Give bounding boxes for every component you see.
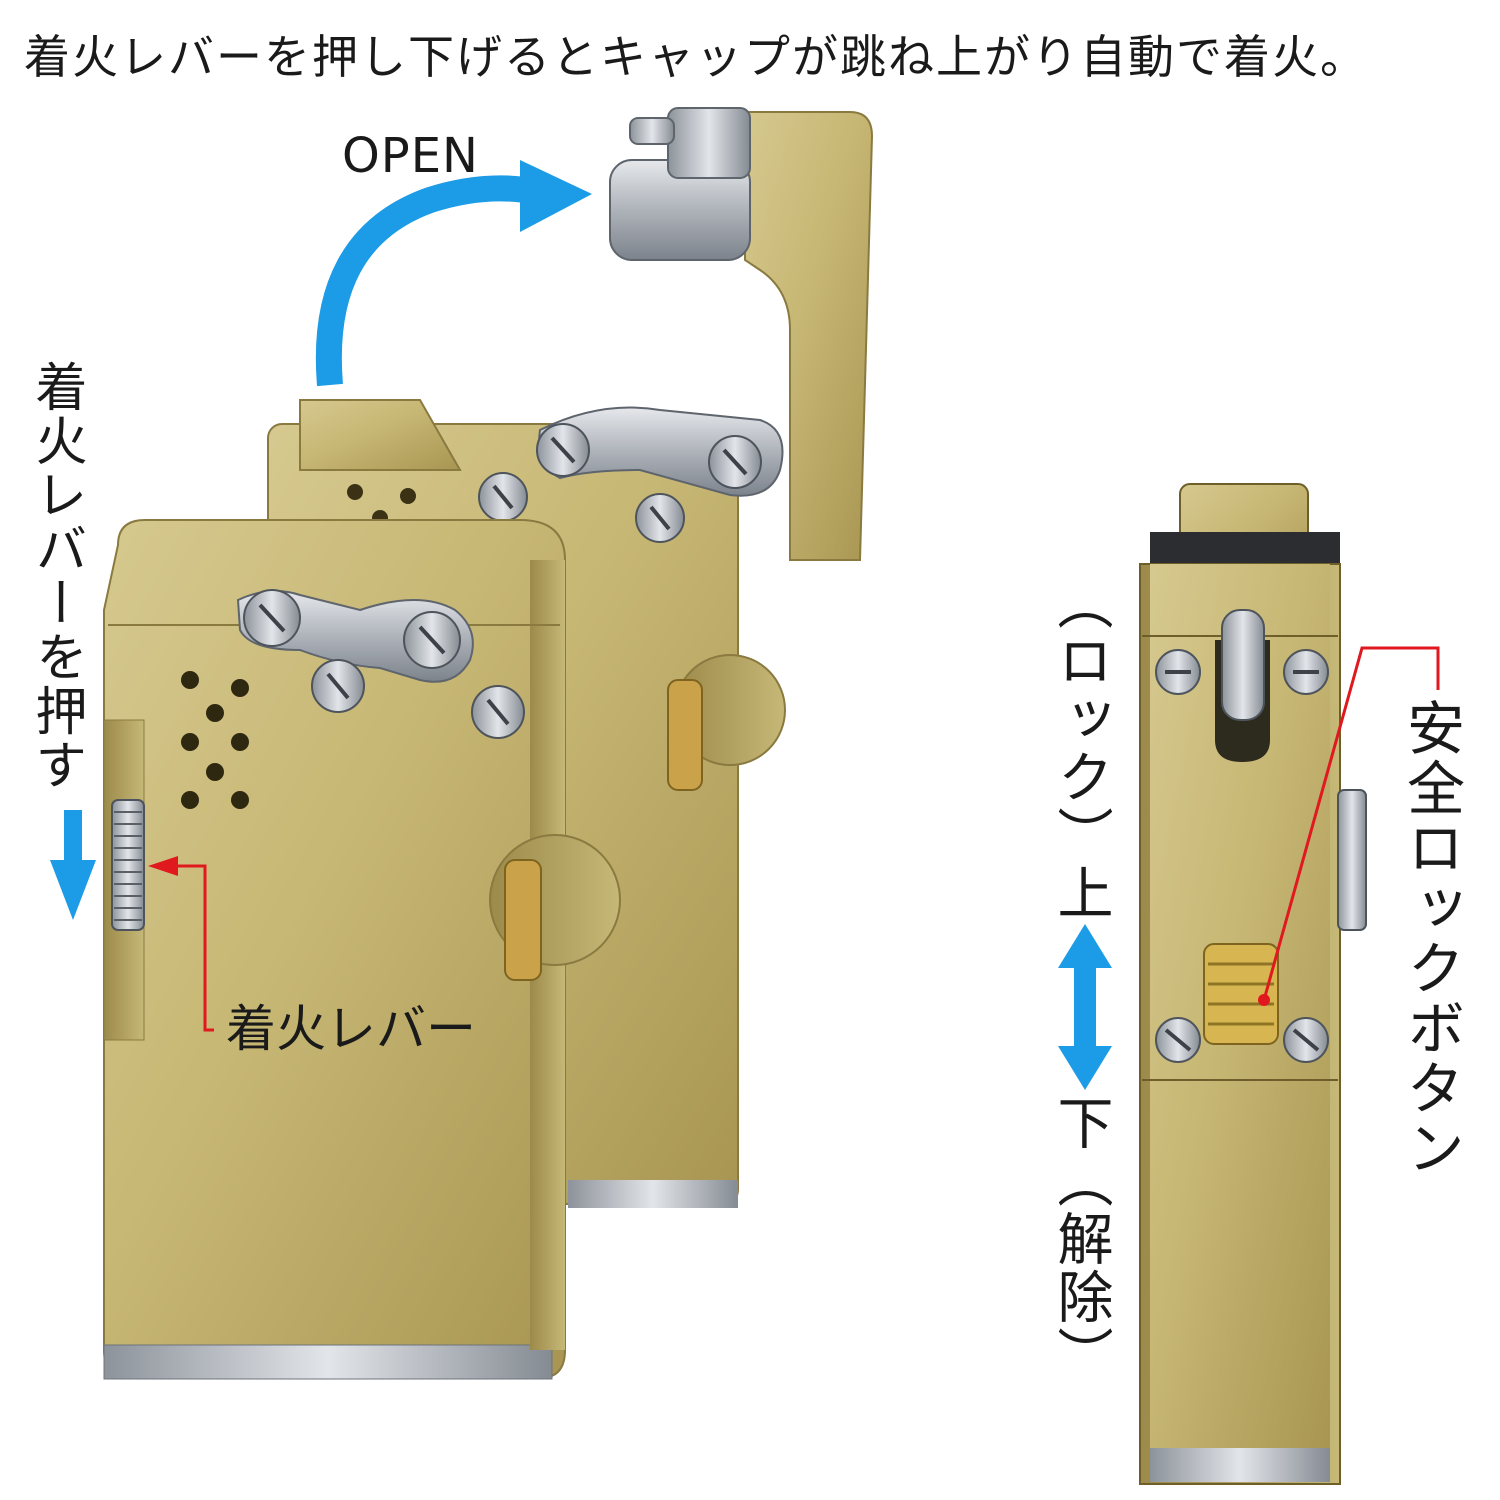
press-down-arrow xyxy=(50,810,96,920)
ignition-lever-label: 着火レバー xyxy=(226,1000,476,1058)
release-down-label: 下（解除） xyxy=(1048,1094,1113,1384)
open-lid xyxy=(609,107,874,561)
back-linkage xyxy=(478,406,784,543)
safety-lock-button-label: 安全ロックボタン xyxy=(1397,698,1465,1178)
ignition-lever xyxy=(111,799,145,931)
safety-callout-line xyxy=(1258,646,1440,1006)
lever-callout-line xyxy=(148,856,214,1032)
press-lever-label: 着火レバーを押す xyxy=(26,360,86,792)
back-flint-wheel xyxy=(667,654,786,791)
lock-up-label: （ロック）上 xyxy=(1048,574,1113,922)
headline: 着火レバーを押し下げるとキャップが跳ね上がり自動で着火。 xyxy=(24,30,1368,84)
up-down-arrow xyxy=(1058,924,1112,1090)
open-arrow xyxy=(315,160,592,387)
front-lighter-body xyxy=(103,519,566,1380)
open-label: OPEN xyxy=(342,128,479,184)
safety-lock-button xyxy=(1203,943,1279,1045)
front-flint-wheel xyxy=(489,834,621,981)
